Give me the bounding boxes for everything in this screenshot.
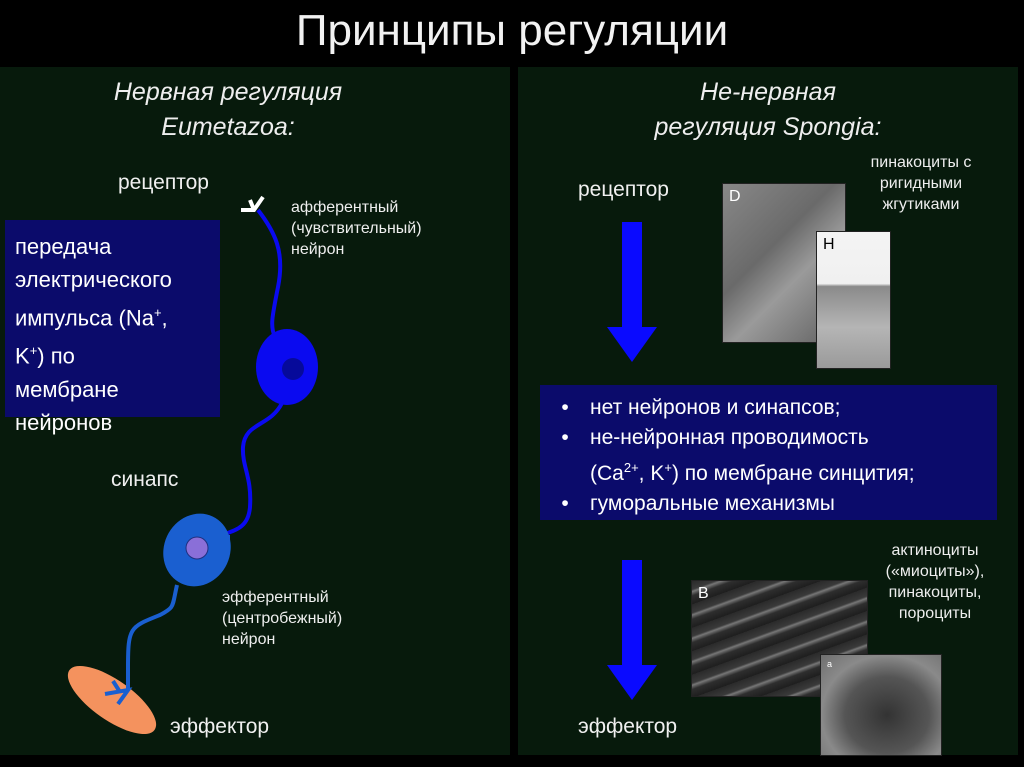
text: K <box>15 343 30 369</box>
text: (Ca <box>590 462 624 485</box>
receptor-label: рецептор <box>578 178 669 201</box>
superscript: + <box>664 460 672 475</box>
afferent-nucleus <box>282 358 304 380</box>
photo-label: D <box>729 188 741 205</box>
nervous-regulation-panel: Нервная регуляция Eumetazoa: рецептор аф… <box>0 67 510 755</box>
caption-line: пинакоциты с <box>870 154 972 171</box>
porocyte-sem-photo: a <box>820 654 942 756</box>
bullet-text: (Ca2+, K+) по мембране синцития; <box>590 453 915 489</box>
efferent-line: нейрон <box>222 631 276 648</box>
bullet-icon: • <box>561 426 569 449</box>
non-nervous-regulation-panel: Не-нервная регуляция Spongia: рецептор D… <box>518 67 1018 756</box>
caption-line: жгутиками <box>882 196 960 213</box>
bullet-icon: • <box>561 396 569 419</box>
caption-line: пороциты <box>898 605 972 622</box>
photo-label: a <box>827 659 833 669</box>
efferent-line: эфферентный <box>222 589 329 606</box>
synapse-label: синапс <box>111 468 179 491</box>
box-line: мембране <box>15 376 119 402</box>
text: ) по мембране синцития; <box>671 462 915 485</box>
non-nervous-features-box: • нет нейронов и синапсов; • не-нейронная … <box>540 385 997 520</box>
afferent-axon <box>256 208 283 338</box>
actinocytes-caption: актиноциты («миоциты»), пинакоциты, поро… <box>870 540 1000 624</box>
efferent-nucleus <box>185 536 209 560</box>
caption-line: ригидными <box>879 175 963 192</box>
efferent-neuron-label: эфферентный (центробежный) нейрон <box>222 587 342 650</box>
bullet-text: нет нейронов и синапсов; <box>590 396 841 419</box>
photo-label: H <box>823 236 835 253</box>
receptor-label: рецептор <box>118 171 209 194</box>
flagellum-tem-photo: H <box>816 231 891 369</box>
text: , <box>161 305 168 331</box>
bullet-item: • не-нейронная проводимость <box>540 423 997 453</box>
down-arrow-icon <box>607 560 657 700</box>
superscript: + <box>153 305 162 320</box>
left-heading: Нервная регуляция Eumetazoa: <box>0 75 456 145</box>
right-heading: Не-нервная регуляция Spongia: <box>518 75 1018 145</box>
bullet-text: гуморальные механизмы <box>590 492 835 515</box>
box-line: нейронов <box>15 409 113 435</box>
afferent-line: нейрон <box>291 241 345 258</box>
electrical-impulse-box: передача электрического импульса (Na+, K… <box>5 220 220 435</box>
bullet-item: • гуморальные механизмы <box>540 489 997 519</box>
motor-end-plate <box>104 679 133 706</box>
afferent-line: афферентный <box>291 199 399 216</box>
box-line: K+) по <box>15 334 220 372</box>
bullet-text: не-нейронная проводимость <box>590 426 869 449</box>
bullet-item-continued: (Ca2+, K+) по мембране синцития; <box>540 453 997 489</box>
right-heading-line1: Не-нервная <box>700 78 836 106</box>
box-line: передача <box>15 234 112 259</box>
box-line: электрического <box>15 267 172 292</box>
text: импульса (Na <box>15 305 154 331</box>
neuron-diagram <box>67 195 318 735</box>
effector-label: эффектор <box>578 715 678 738</box>
afferent-neuron-label: афферентный (чувствительный) нейрон <box>291 197 422 260</box>
bullet-item: • нет нейронов и синапсов; <box>540 393 997 423</box>
box-line: импульса (Na+, <box>15 296 220 334</box>
left-heading-line1: Нервная регуляция <box>113 78 343 106</box>
right-heading-line2: регуляция Spongia: <box>654 113 882 141</box>
superscript: + <box>29 343 38 359</box>
afferent-line: (чувствительный) <box>291 220 422 237</box>
caption-line: актиноциты <box>891 542 979 559</box>
efferent-axon <box>126 584 179 690</box>
caption-line: («миоциты»), <box>885 563 985 580</box>
effector-muscle-cell <box>67 665 157 735</box>
superscript: 2+ <box>623 460 639 475</box>
bullet-icon: • <box>561 492 569 515</box>
slide-title: Принципы регуляции <box>295 6 729 55</box>
text: ) по <box>37 343 75 369</box>
left-heading-line2: Eumetazoa: <box>161 113 295 141</box>
text: , K <box>638 462 665 485</box>
caption-line: пинакоциты, <box>888 584 982 601</box>
receptor-ending-icon <box>241 195 265 212</box>
down-arrow-icon <box>607 222 657 362</box>
effector-label: эффектор <box>170 715 270 738</box>
afferent-axon-lower <box>212 402 284 541</box>
efferent-line: (центробежный) <box>222 610 343 627</box>
pinacocytes-caption: пинакоциты с ригидными жгутиками <box>856 152 986 215</box>
photo-label: B <box>698 585 709 602</box>
